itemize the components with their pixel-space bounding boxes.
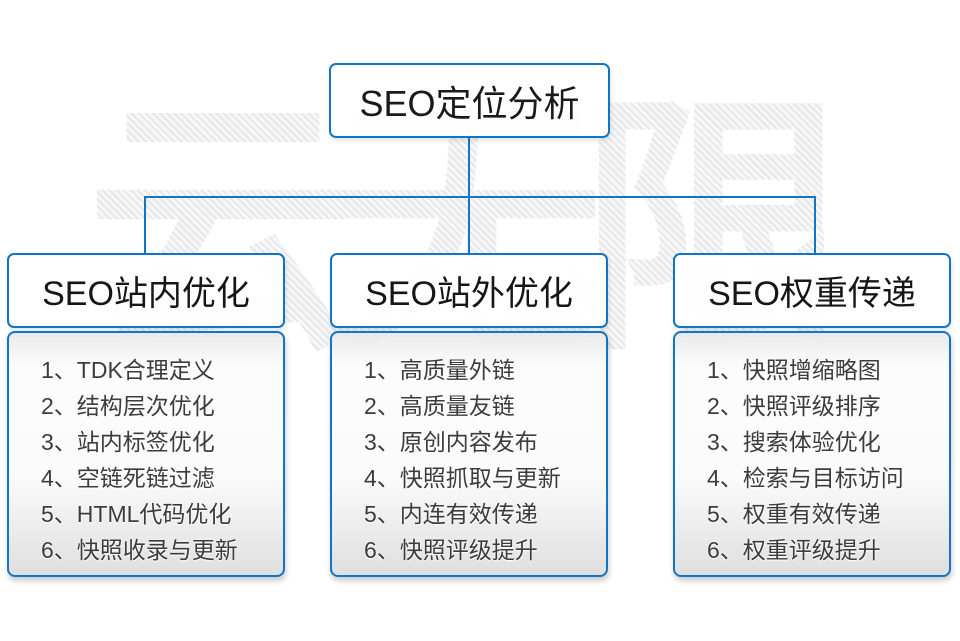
offsite-list-box: 1、高质量外链 2、高质量友链 3、原创内容发布 4、快照抓取与更新 5、内连有… [330,331,608,577]
connector-drop-center [468,197,470,254]
list-item: 2、快照评级排序 [707,393,881,419]
list-item: 6、权重评级提升 [707,537,881,563]
node-onsite-header: SEO站内优化 [7,253,285,328]
connector-crossbar [144,196,816,198]
list-item: 6、快照评级提升 [364,537,538,563]
connector-drop-left [144,197,146,254]
list-item: 4、快照抓取与更新 [364,465,561,491]
root-title: SEO定位分析 [359,82,580,124]
offsite-title: SEO站外优化 [365,275,573,313]
list-item: 1、高质量外链 [364,357,515,383]
column-offsite: SEO站外优化 1、高质量外链 2、高质量友链 3、原创内容发布 4、快照抓取与… [330,253,608,577]
weight-title: SEO权重传递 [708,275,916,313]
weight-list-box: 1、快照增缩略图 2、快照评级排序 3、搜索体验优化 4、检索与目标访问 5、权… [673,331,951,577]
connector-root-stem [468,137,470,197]
list-item: 2、高质量友链 [364,393,515,419]
node-offsite-header: SEO站外优化 [330,253,608,328]
list-item: 5、权重有效传递 [707,501,881,527]
list-item: 3、站内标签优化 [41,429,215,455]
onsite-title: SEO站内优化 [42,275,250,313]
list-item: 1、快照增缩略图 [707,357,881,383]
list-item: 2、结构层次优化 [41,393,215,419]
list-item: 5、HTML代码优化 [41,501,232,527]
node-root: SEO定位分析 [329,63,610,138]
list-item: 6、快照收录与更新 [41,537,238,563]
node-weight-header: SEO权重传递 [673,253,951,328]
column-weight: SEO权重传递 1、快照增缩略图 2、快照评级排序 3、搜索体验优化 4、检索与… [673,253,951,577]
list-item: 3、原创内容发布 [364,429,538,455]
list-item: 3、搜索体验优化 [707,429,881,455]
connector-drop-right [814,197,816,254]
list-item: 4、空链死链过滤 [41,465,215,491]
list-item: 5、内连有效传递 [364,501,538,527]
list-item: 1、TDK合理定义 [41,357,215,383]
column-onsite: SEO站内优化 1、TDK合理定义 2、结构层次优化 3、站内标签优化 4、空链… [7,253,285,577]
onsite-list-box: 1、TDK合理定义 2、结构层次优化 3、站内标签优化 4、空链死链过滤 5、H… [7,331,285,577]
list-item: 4、检索与目标访问 [707,465,904,491]
